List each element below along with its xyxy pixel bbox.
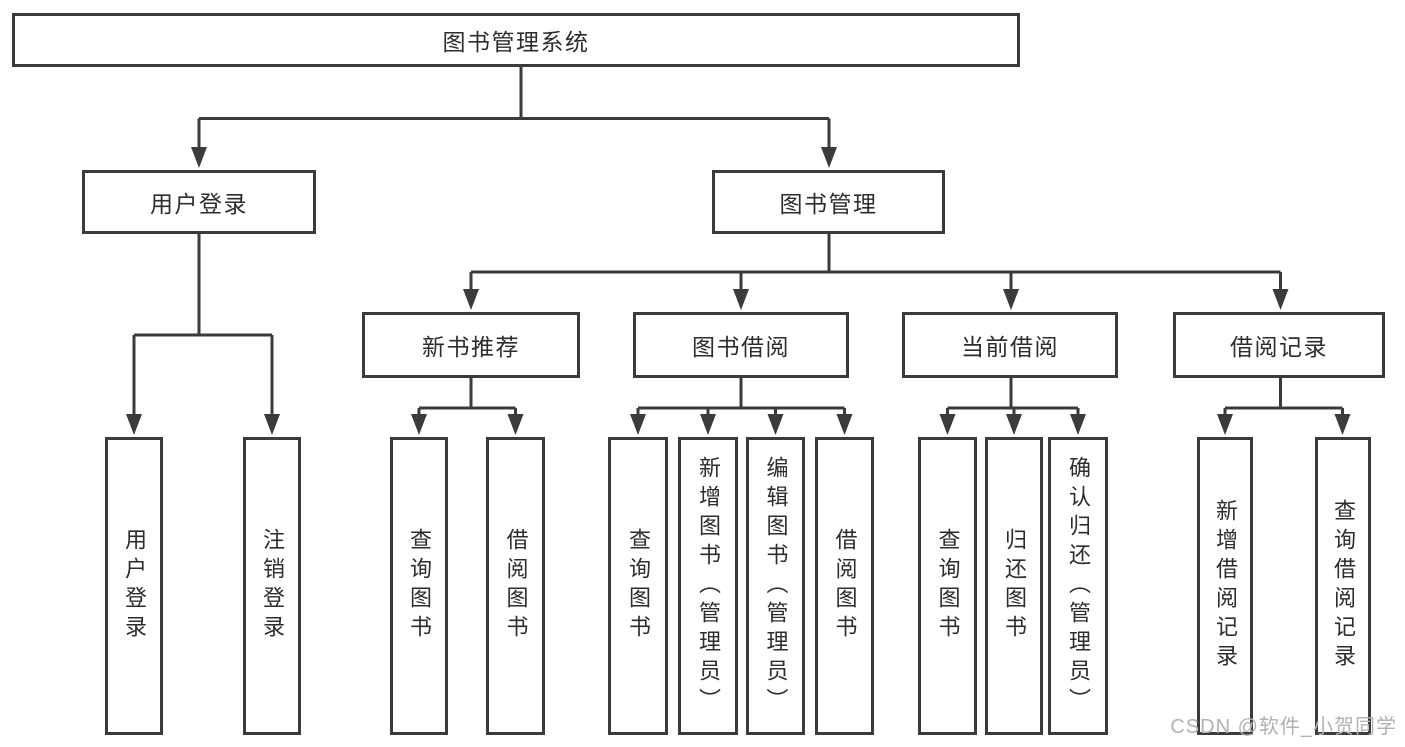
node-book-management-label: 图书管理 <box>779 191 878 217</box>
node-cb-return-book: 归还图书 <box>985 437 1043 735</box>
node-logout-label: 注销登录 <box>260 528 285 644</box>
node-cb-query-book: 查询图书 <box>918 437 977 735</box>
node-nb-query-book: 查询图书 <box>390 437 448 735</box>
arrowheads <box>126 118 1351 435</box>
watermark: CSDN @软件_小贺同学 <box>1170 716 1397 738</box>
connector-book-borrow <box>638 378 845 410</box>
node-borrow-records-label: 借阅记录 <box>1230 334 1328 360</box>
node-new-book-recommend-label: 新书推荐 <box>422 334 520 360</box>
node-current-borrow: 当前借阅 <box>902 312 1118 378</box>
node-user-login-action-label: 用户登录 <box>122 528 147 644</box>
connector-borrow-records <box>1225 378 1343 410</box>
node-nb-borrow-book: 借阅图书 <box>486 437 545 735</box>
node-cb-query-book-label: 查询图书 <box>935 528 961 644</box>
node-bb-query-book-label: 查询图书 <box>626 528 651 644</box>
connector-new-book-recommend <box>419 378 516 410</box>
node-br-add-record: 新增借阅记录 <box>1197 437 1253 735</box>
node-nb-borrow-book-label: 借阅图书 <box>503 528 529 644</box>
connector-current-borrow <box>947 378 1078 410</box>
node-user-login-action: 用户登录 <box>105 437 163 735</box>
node-book-borrow-label: 图书借阅 <box>692 334 790 360</box>
node-bb-add-book-admin-label: 新增图书（管理员） <box>696 455 721 717</box>
node-root-label: 图书管理系统 <box>442 29 590 55</box>
node-cb-confirm-return-admin: 确认归还（管理员） <box>1048 437 1108 735</box>
node-book-borrow: 图书借阅 <box>633 312 849 378</box>
node-current-borrow-label: 当前借阅 <box>961 334 1059 360</box>
node-bb-borrow-book-label: 借阅图书 <box>832 528 858 644</box>
node-cb-return-book-label: 归还图书 <box>1002 528 1027 644</box>
node-user-login: 用户登录 <box>82 170 316 234</box>
connector-root <box>199 67 829 120</box>
connector-book-management <box>471 234 1281 274</box>
node-bb-borrow-book: 借阅图书 <box>815 437 874 735</box>
node-borrow-records: 借阅记录 <box>1173 312 1385 378</box>
node-bb-query-book: 查询图书 <box>608 437 668 735</box>
node-nb-query-book-label: 查询图书 <box>407 528 432 644</box>
node-br-query-record-label: 查询借阅记录 <box>1331 499 1356 673</box>
node-user-login-label: 用户登录 <box>150 191 248 217</box>
node-bb-edit-book-admin: 编辑图书（管理员） <box>746 437 805 735</box>
node-br-query-record: 查询借阅记录 <box>1315 437 1371 735</box>
connector-user-login <box>134 234 272 337</box>
node-book-management: 图书管理 <box>712 170 945 234</box>
node-logout: 注销登录 <box>243 437 301 735</box>
node-bb-edit-book-admin-label: 编辑图书（管理员） <box>763 455 789 717</box>
node-root: 图书管理系统 <box>12 13 1020 67</box>
node-bb-add-book-admin: 新增图书（管理员） <box>678 437 738 735</box>
node-cb-confirm-return-admin-label: 确认归还（管理员） <box>1066 455 1091 717</box>
node-br-add-record-label: 新增借阅记录 <box>1213 499 1238 673</box>
node-new-book-recommend: 新书推荐 <box>362 312 580 378</box>
